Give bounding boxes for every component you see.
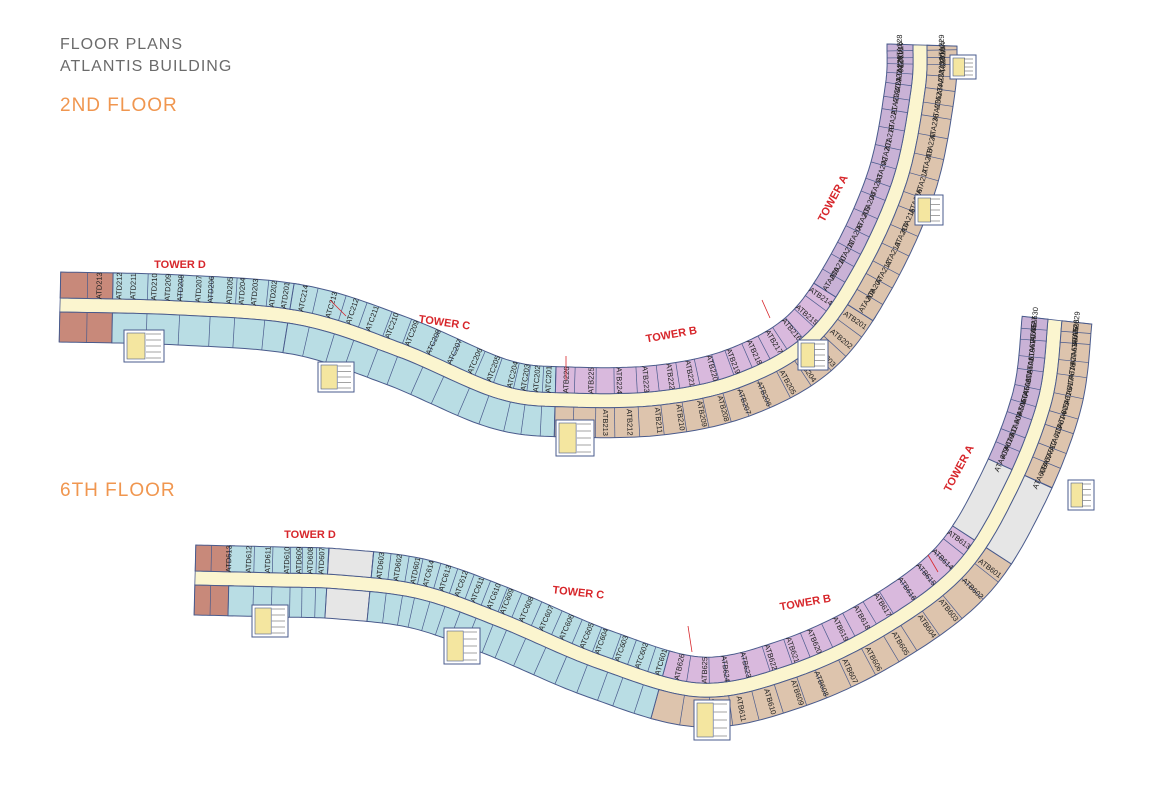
unit-label: ATA225 bbox=[894, 55, 904, 81]
unit-label: ATD202 bbox=[267, 280, 279, 308]
unit-label: ATA621 bbox=[1026, 335, 1037, 362]
unit-label: ATD206 bbox=[206, 276, 216, 303]
unit-label: ATD610 bbox=[282, 547, 292, 574]
unit-label: ATD607 bbox=[317, 547, 327, 574]
tower-label: TOWER D bbox=[154, 259, 206, 271]
unit-label: ATD210 bbox=[149, 273, 159, 300]
tower-divider bbox=[687, 625, 693, 653]
unit-label: ATA221 bbox=[886, 106, 899, 133]
unit-label: ATA620 bbox=[1067, 352, 1079, 379]
unit-label: ATD608 bbox=[305, 547, 315, 574]
unit-label: ATB625 bbox=[700, 657, 709, 684]
unit-label: ATA224 bbox=[893, 65, 904, 92]
unit-label: ATB222 bbox=[664, 363, 677, 391]
unit-label: ATB210 bbox=[674, 404, 687, 432]
unit-label: ATA630 bbox=[1029, 307, 1041, 334]
unit-label: ATB224 bbox=[614, 367, 624, 394]
tower-label: TOWER B bbox=[779, 593, 832, 614]
stair-core bbox=[797, 339, 829, 371]
unit-label: ATD204 bbox=[237, 277, 248, 305]
unit-label: ATA223 bbox=[891, 77, 904, 104]
unit-label: ATA635 bbox=[1028, 323, 1039, 350]
title-building-name: ATLANTIS BUILDING bbox=[60, 58, 233, 75]
unit-label: ATA232 bbox=[936, 57, 946, 83]
stair-core bbox=[914, 194, 944, 226]
unit-label: ATD209 bbox=[163, 274, 173, 301]
floor-6-heading: 6TH FLOOR bbox=[60, 480, 176, 501]
unit-label: ATD203 bbox=[249, 278, 260, 306]
unit-label: ATB212 bbox=[625, 409, 635, 436]
unit-label: ATD208 bbox=[175, 274, 185, 301]
unit-label: ATC201 bbox=[544, 366, 554, 393]
unit-label: ATA227 bbox=[896, 41, 905, 67]
unit-label: ATA226 bbox=[896, 47, 905, 73]
stair-core bbox=[555, 419, 595, 457]
unit-label: ATA222 bbox=[889, 89, 902, 116]
stair-core bbox=[443, 627, 481, 665]
unit-label: ATC202 bbox=[531, 365, 542, 393]
unit-label: ATC203 bbox=[519, 363, 532, 391]
unit-label: ATA628 bbox=[1070, 319, 1081, 346]
unit-label: ATA618 bbox=[1065, 362, 1077, 389]
tower-label: TOWER A bbox=[816, 173, 851, 224]
stair-core bbox=[123, 329, 165, 363]
unit-label: ATD201 bbox=[279, 281, 292, 309]
unit-label: ATD211 bbox=[128, 273, 138, 300]
stair-core bbox=[949, 54, 977, 80]
unit-label: ATA228 bbox=[895, 34, 904, 60]
unit-label: ATA235 bbox=[931, 95, 944, 122]
unit-label: ATA601 bbox=[1024, 357, 1036, 384]
tower-label: TOWER A bbox=[942, 443, 977, 494]
unit-label: ATB213 bbox=[601, 409, 610, 436]
unit-label: ATD611 bbox=[263, 546, 273, 573]
unit-label: ATA231 bbox=[938, 47, 947, 73]
floor-2-heading: 2ND FLOOR bbox=[60, 95, 178, 116]
stair-core bbox=[1067, 479, 1095, 511]
unit-label: ATD613 bbox=[224, 545, 234, 572]
unit-label: ATD213 bbox=[94, 272, 103, 299]
unit-label: ATA636 bbox=[1068, 339, 1079, 366]
unit-label: ATA233 bbox=[935, 69, 946, 96]
stair-core bbox=[693, 699, 731, 741]
tower-divider bbox=[761, 299, 771, 319]
unit-label: ATA629 bbox=[1070, 311, 1082, 338]
unit-label: ATD602 bbox=[391, 554, 404, 582]
tower-label: TOWER D bbox=[284, 529, 336, 541]
tower-label: TOWER B bbox=[645, 325, 698, 346]
unit-label: ATD603 bbox=[374, 552, 386, 580]
unit-label: ATA234 bbox=[932, 83, 945, 110]
unit-label: ATA626 bbox=[1070, 326, 1081, 353]
unit-label: ATD212 bbox=[114, 272, 124, 299]
unit-label: ATB223 bbox=[640, 366, 651, 393]
title-floor-plans: FLOOR PLANS bbox=[60, 36, 184, 53]
tower-divider bbox=[329, 299, 347, 317]
unit-label: ATB225 bbox=[586, 367, 595, 394]
unit-label: ATA236 bbox=[928, 113, 941, 140]
stair-core bbox=[317, 361, 355, 393]
tower-divider bbox=[927, 554, 939, 573]
unit-label: ATD612 bbox=[244, 546, 254, 573]
unit-label: ATA229 bbox=[937, 34, 946, 60]
unit-label: ATD609 bbox=[294, 547, 303, 574]
unit-label: ATB624 bbox=[719, 655, 732, 683]
unit-label: ATA619 bbox=[1025, 348, 1037, 375]
unit-label: ATA230 bbox=[938, 40, 947, 66]
stair-core bbox=[251, 604, 289, 638]
unit-label: ATA627 bbox=[1028, 316, 1039, 343]
tower-label: TOWER C bbox=[552, 584, 605, 601]
unit-label: ATD205 bbox=[224, 277, 234, 304]
unit-label: ATD207 bbox=[193, 275, 203, 302]
unit-label: ATB211 bbox=[653, 407, 665, 434]
